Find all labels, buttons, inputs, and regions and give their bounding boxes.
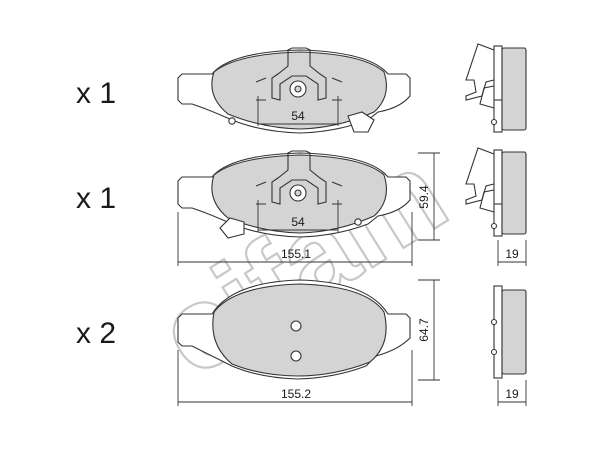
- hole-lower-row3: [290, 350, 302, 362]
- inner-dimension-label-row1: 54: [291, 109, 305, 123]
- height-dimension-row2: [418, 152, 440, 241]
- width-label-row2: 155.1: [281, 247, 311, 261]
- height-label-row2: 59.4: [417, 185, 431, 209]
- spring-clip-row2: [271, 150, 327, 205]
- pad-front-view-row3: [177, 279, 411, 380]
- inner-dimension-label-row2: 54: [291, 215, 305, 229]
- height-dimension-row3: [418, 279, 440, 381]
- quantity-label-row2: x 1: [76, 182, 116, 215]
- pad-front-view-row2: [177, 150, 411, 239]
- pad-front-view-row1: [177, 47, 411, 134]
- thickness-dimension-row2: [497, 240, 527, 266]
- inner-dimension-row1: [257, 96, 339, 126]
- wear-sensor-row2: [219, 217, 245, 239]
- pad-side-view-row1: [465, 43, 527, 133]
- pad-side-view-row2: [465, 147, 527, 237]
- thickness-dimension-row3: [497, 380, 527, 406]
- thickness-label-row3: 19: [505, 387, 519, 401]
- hole-upper-row3: [290, 320, 302, 332]
- width-label-row3: 155.2: [281, 387, 311, 401]
- thickness-label-row2: 19: [505, 247, 519, 261]
- spring-clip-row1: [271, 47, 327, 101]
- quantity-label-row3: x 2: [76, 317, 116, 350]
- height-label-row3: 64.7: [417, 318, 431, 342]
- width-dimension-row3: [177, 350, 413, 406]
- pad-side-view-row3: [490, 285, 527, 379]
- quantity-label-row1: x 1: [76, 77, 116, 110]
- wear-sensor-row1: [347, 111, 375, 133]
- width-dimension-row2: [177, 212, 413, 266]
- inner-dimension-row2: [257, 200, 339, 232]
